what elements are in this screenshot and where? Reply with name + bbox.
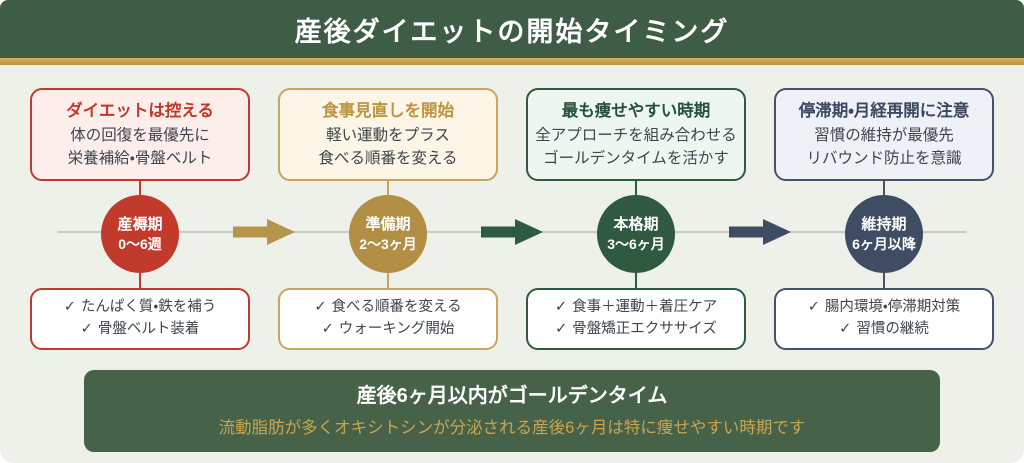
action-item: ✓骨盤矯正エクササイズ — [532, 319, 740, 341]
arrow-right-icon — [233, 219, 295, 245]
action-item-label: 骨盤ベルト装着 — [97, 321, 200, 337]
phase-summary-line: ゴールデンタイムを活かす — [543, 150, 729, 167]
phase-summary-title: 食事見直しを開始 — [322, 102, 454, 120]
banner-title: 産後6ヶ月以内がゴールデンタイム — [356, 384, 668, 407]
phase-summary-line: 栄養補給・骨盤ベルト — [67, 150, 213, 167]
phase-name: 維持期 — [861, 216, 907, 234]
action-item-label: 腸内環境・停滞期対策 — [824, 299, 961, 316]
phase-column-sanjokuki: ダイエットは控える 体の回復を最優先に 栄養補給・骨盤ベルト 産褥期 0〜6週 … — [30, 88, 250, 350]
phase-summary-line: 食べる順番を変える — [318, 150, 458, 167]
check-icon: ✓ — [555, 321, 568, 337]
phase-summary-title: 最も痩せやすい時期 — [561, 102, 711, 120]
page-title: 産後ダイエットの開始タイミング — [294, 16, 730, 47]
phase-circle: 維持期 6ヶ月以降 — [845, 195, 923, 274]
action-item: ✓腸内環境・停滞期対策 — [780, 297, 988, 319]
check-icon: ✓ — [63, 299, 76, 316]
check-icon: ✓ — [321, 321, 334, 337]
phase-circle: 産褥期 0〜6週 — [101, 195, 179, 274]
phase-actions-card: ✓腸内環境・停滞期対策 ✓習慣の継続 — [774, 288, 994, 350]
check-icon: ✓ — [80, 321, 93, 337]
connector-line — [883, 181, 885, 196]
action-item-label: 食事＋運動＋着圧ケア — [572, 299, 718, 316]
action-item: ✓ウォーキング開始 — [284, 319, 492, 341]
phase-column-junbiki: 食事見直しを開始 軽い運動をプラス 食べる順番を変える 準備期 2〜3ヶ月 ✓食… — [278, 88, 498, 350]
phase-summary-line: 体の回復を最優先に — [70, 126, 210, 144]
phase-columns: ダイエットは控える 体の回復を最優先に 栄養補給・骨盤ベルト 産褥期 0〜6週 … — [0, 88, 1024, 350]
connector-line — [883, 273, 885, 289]
connector-line — [635, 181, 637, 196]
phase-summary-line: リバウンド防止を意識 — [806, 150, 962, 167]
check-icon: ✓ — [839, 321, 852, 337]
check-icon: ✓ — [554, 299, 568, 316]
action-item: ✓たんぱく質・鉄を補う — [36, 297, 244, 319]
phase-column-ijiki: 停滞期・月経再開に注意 習慣の維持が最優先 リバウンド防止を意識 維持期 6ヶ月… — [774, 88, 994, 350]
phase-summary-title: ダイエットは控える — [66, 102, 214, 120]
arrow-right-icon — [729, 219, 791, 245]
phase-summary-line: 全アプローチを組み合わせる — [535, 126, 737, 144]
phase-summary-line: 習慣の維持が最優先 — [814, 126, 954, 144]
phase-period: 3〜6ヶ月 — [607, 235, 665, 252]
action-item-label: たんぱく質・鉄を補う — [80, 299, 217, 316]
header-accent-stripe — [0, 58, 1024, 65]
action-item: ✓食べる順番を変える — [284, 297, 492, 319]
action-item-label: 食べる順番を変える — [331, 299, 462, 316]
phase-actions-card: ✓食べる順番を変える ✓ウォーキング開始 — [278, 288, 498, 350]
connector-line — [387, 181, 389, 196]
action-item-label: ウォーキング開始 — [338, 321, 455, 337]
phase-summary-line: 軽い運動をプラス — [326, 126, 450, 144]
phase-circle: 本格期 3〜6ヶ月 — [597, 195, 675, 274]
action-item: ✓食事＋運動＋着圧ケア — [532, 297, 740, 319]
phase-name: 本格期 — [613, 216, 659, 234]
connector-line — [139, 273, 141, 289]
phase-summary-title: 停滞期・月経再開に注意 — [798, 102, 970, 120]
phase-actions-card: ✓たんぱく質・鉄を補う ✓骨盤ベルト装着 — [30, 288, 250, 350]
phase-summary-card: ダイエットは控える 体の回復を最優先に 栄養補給・骨盤ベルト — [30, 88, 250, 182]
action-item-label: 習慣の継続 — [856, 321, 929, 337]
action-item: ✓骨盤ベルト装着 — [36, 319, 244, 341]
check-icon: ✓ — [314, 299, 327, 316]
connector-line — [139, 181, 141, 196]
phase-summary-card: 食事見直しを開始 軽い運動をプラス 食べる順番を変える — [278, 88, 498, 182]
phase-circle: 準備期 2〜3ヶ月 — [349, 195, 427, 274]
arrow-right-icon — [481, 219, 543, 245]
action-item-label: 骨盤矯正エクササイズ — [572, 321, 717, 337]
connector-line — [387, 273, 389, 289]
phase-actions-card: ✓食事＋運動＋着圧ケア ✓骨盤矯正エクササイズ — [526, 288, 746, 350]
banner-subtitle: 流動脂肪が多くオキシトシンが分泌される産後6ヶ月は特に痩せやすい時期です — [218, 418, 806, 437]
phase-column-honkakuki: 最も痩せやすい時期 全アプローチを組み合わせる ゴールデンタイムを活かす 本格期… — [526, 88, 746, 350]
phase-summary-card: 停滞期・月経再開に注意 習慣の維持が最優先 リバウンド防止を意識 — [774, 88, 994, 182]
phase-name: 準備期 — [365, 216, 411, 234]
check-icon: ✓ — [807, 299, 820, 316]
phase-period: 6ヶ月以降 — [852, 235, 916, 252]
phase-period: 0〜6週 — [118, 235, 162, 252]
action-item: ✓習慣の継続 — [780, 319, 988, 341]
phase-name: 産褥期 — [117, 216, 163, 234]
phase-summary-card: 最も痩せやすい時期 全アプローチを組み合わせる ゴールデンタイムを活かす — [526, 88, 746, 182]
connector-line — [635, 273, 637, 289]
golden-time-banner: 産後6ヶ月以内がゴールデンタイム 流動脂肪が多くオキシトシンが分泌される産後6ヶ… — [84, 369, 940, 452]
header-bar: 産後ダイエットの開始タイミング — [0, 0, 1024, 58]
phase-period: 2〜3ヶ月 — [359, 235, 417, 252]
